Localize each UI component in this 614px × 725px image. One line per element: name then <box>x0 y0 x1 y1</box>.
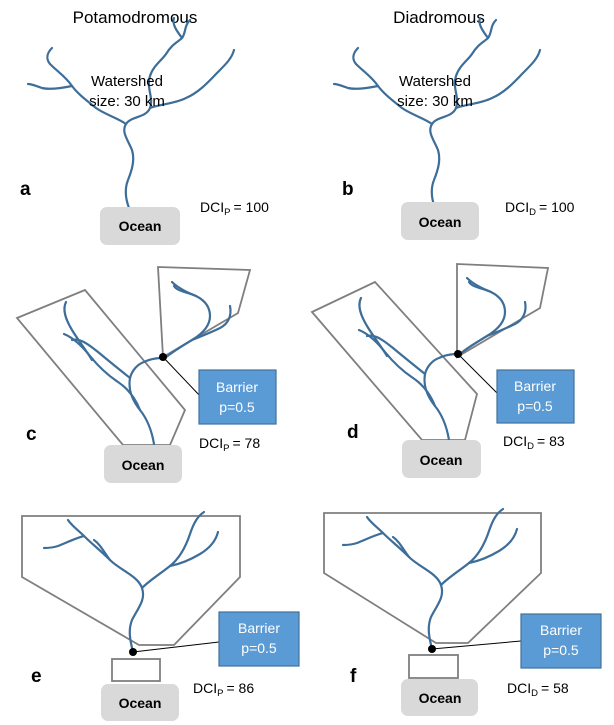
panel-letter-c: c <box>26 424 37 445</box>
barrier-label-f-line2: p=0.5 <box>543 642 579 658</box>
barrier-leader-c <box>162 356 202 398</box>
ocean-label-c: Ocean <box>122 457 165 473</box>
dci-label-a: DCIP= 100 <box>200 199 269 218</box>
panel-letter-d: d <box>347 422 359 443</box>
panel-d: Barrier p=0.5 Ocean d DCID= 83 <box>310 263 575 478</box>
ocean-box-b <box>401 202 479 240</box>
ocean-box-d <box>402 440 481 478</box>
panel-letter-f: f <box>350 666 357 687</box>
dci-label-f: DCID= 58 <box>507 680 569 699</box>
panel-f: Barrier p=0.5 Ocean f DCID= 58 <box>323 507 602 716</box>
panel-a: Watershed size: 30 km Ocean a DCIP= 100 <box>20 16 269 245</box>
heading-potamodromous: Potamodromous <box>73 8 198 27</box>
barrier-leader-d <box>457 353 498 394</box>
panel-e: Barrier p=0.5 Ocean e DCIP= 86 <box>21 510 300 721</box>
panel-letter-a: a <box>20 179 31 200</box>
lower-segment-outline-d <box>310 280 478 441</box>
dci-label-e: DCIP= 86 <box>193 680 254 699</box>
river-network-a <box>26 16 236 210</box>
ocean-label-e: Ocean <box>119 695 162 711</box>
ocean-label-f: Ocean <box>419 690 462 706</box>
dci-label-c: DCIP= 78 <box>199 435 260 454</box>
upper-segment-outline-e <box>21 515 241 646</box>
lower-segment-outline-f <box>408 654 459 679</box>
panel-letter-e: e <box>31 666 42 687</box>
barrier-box-f <box>520 613 602 669</box>
lower-segment-outline-e <box>111 658 161 682</box>
barrier-dot-c <box>159 353 167 361</box>
barrier-label-c-line1: Barrier <box>216 379 258 395</box>
watershed-label-b-line1: Watershed <box>399 73 471 90</box>
dci-label-b: DCID= 100 <box>505 199 575 218</box>
ocean-label-d: Ocean <box>420 452 463 468</box>
watershed-label-a-line2: size: 30 km <box>89 93 165 110</box>
barrier-box-d <box>496 369 575 424</box>
barrier-dot-d <box>454 350 462 358</box>
barrier-label-d-line1: Barrier <box>514 378 556 394</box>
lower-segment-outline-c <box>15 288 187 446</box>
upper-segment-outline-c <box>157 266 252 359</box>
ocean-box-f <box>401 679 478 716</box>
ocean-box-c <box>104 445 182 483</box>
dci-label-d: DCID= 83 <box>503 433 565 452</box>
barrier-box-c <box>198 369 277 425</box>
barrier-dot-f <box>428 645 436 653</box>
watershed-label-b-line2: size: 30 km <box>397 93 473 110</box>
barrier-leader-e <box>132 641 220 653</box>
heading-diadromous: Diadromous <box>393 8 485 27</box>
barrier-label-d-line2: p=0.5 <box>517 398 553 414</box>
ocean-box-e <box>101 684 179 721</box>
ocean-box-a <box>100 207 180 245</box>
river-network-b <box>332 16 542 210</box>
upper-segment-outline-f <box>323 512 542 644</box>
upper-segment-outline-d <box>456 263 550 359</box>
barrier-label-e-line1: Barrier <box>238 620 280 636</box>
river-network-e <box>42 510 220 654</box>
ocean-label-a: Ocean <box>119 218 162 234</box>
watershed-label-a-line1: Watershed <box>91 73 163 90</box>
barrier-label-c-line2: p=0.5 <box>219 399 255 415</box>
barrier-leader-f <box>431 640 522 650</box>
panel-b: Watershed size: 30 km Ocean b DCID= 100 <box>332 16 575 240</box>
barrier-label-f-line1: Barrier <box>540 622 582 638</box>
barrier-label-e-line2: p=0.5 <box>241 640 277 656</box>
panel-c: Barrier p=0.5 Ocean c DCIP= 78 <box>15 266 277 483</box>
barrier-dot-e <box>129 648 137 656</box>
panel-letter-b: b <box>342 179 354 200</box>
barrier-box-e <box>218 611 300 667</box>
river-network-f <box>341 507 519 651</box>
ocean-label-b: Ocean <box>419 214 462 230</box>
